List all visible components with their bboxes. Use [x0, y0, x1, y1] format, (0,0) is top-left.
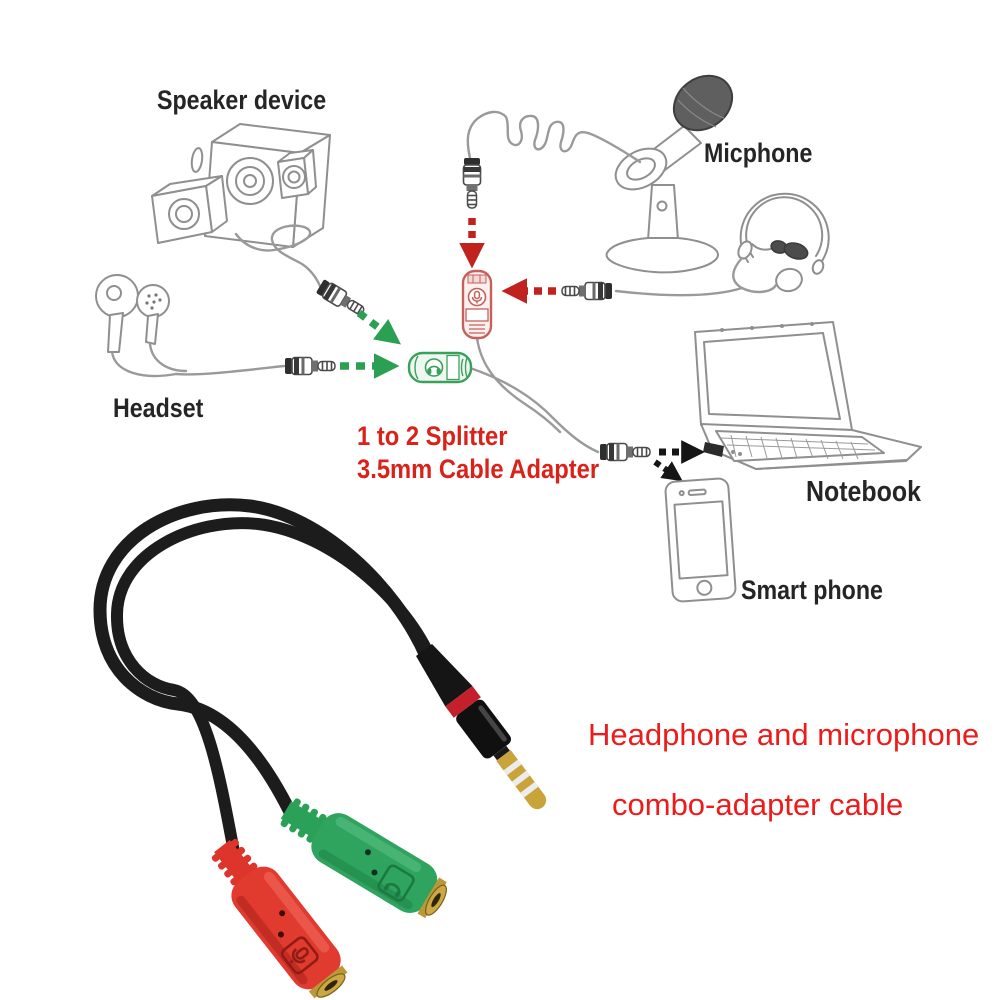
- headphone-icon: [377, 864, 415, 902]
- boom-headset-illustration: [614, 192, 830, 297]
- label-smart-phone: Smart phone: [741, 575, 883, 605]
- desktop-mic-illustration: [605, 74, 734, 274]
- mic-icon: [280, 936, 319, 975]
- boom-headset-plug: [561, 281, 613, 301]
- notebook-audio-port: [703, 442, 724, 457]
- photo-caption-line1: Headphone and microphone: [588, 717, 980, 752]
- speaker-cable: [234, 224, 322, 288]
- photo-mic-connector: [211, 838, 348, 999]
- splitter-caption: 1 to 2 Splitter 3.5mm Cable Adapter: [357, 420, 632, 486]
- notebook-illustration: [694, 321, 922, 471]
- label-micphone: Micphone: [704, 138, 813, 168]
- photo-male-plug: [416, 643, 547, 810]
- headset-plug: [284, 356, 336, 376]
- splitter-caption-line1: 1 to 2 Splitter: [357, 421, 508, 451]
- speaker-to-splitter-arrow: [356, 310, 402, 345]
- headphone-jack-connector: [407, 351, 600, 454]
- mic-cable: [466, 110, 642, 164]
- to-smartphone-arrow: [653, 459, 683, 482]
- photo-headphone-connector: [280, 798, 447, 919]
- photo-caption-line2: combo-adapter cable: [612, 787, 904, 822]
- earbuds-illustration: [95, 274, 286, 378]
- photo-cable: [93, 498, 439, 858]
- mic-plug: [462, 157, 482, 209]
- splitter-caption-line2: 3.5mm Cable Adapter: [357, 454, 600, 484]
- mic-jack-connector: [461, 269, 562, 434]
- headphone-icon: [427, 365, 441, 375]
- speaker-illustration: [151, 123, 331, 248]
- plug-red-ring: [445, 686, 481, 718]
- label-speaker-device: Speaker device: [157, 85, 327, 115]
- label-headset: Headset: [113, 393, 204, 423]
- mic-icon: [471, 290, 483, 304]
- smartphone-illustration: [664, 477, 737, 603]
- label-notebook: Notebook: [806, 476, 921, 508]
